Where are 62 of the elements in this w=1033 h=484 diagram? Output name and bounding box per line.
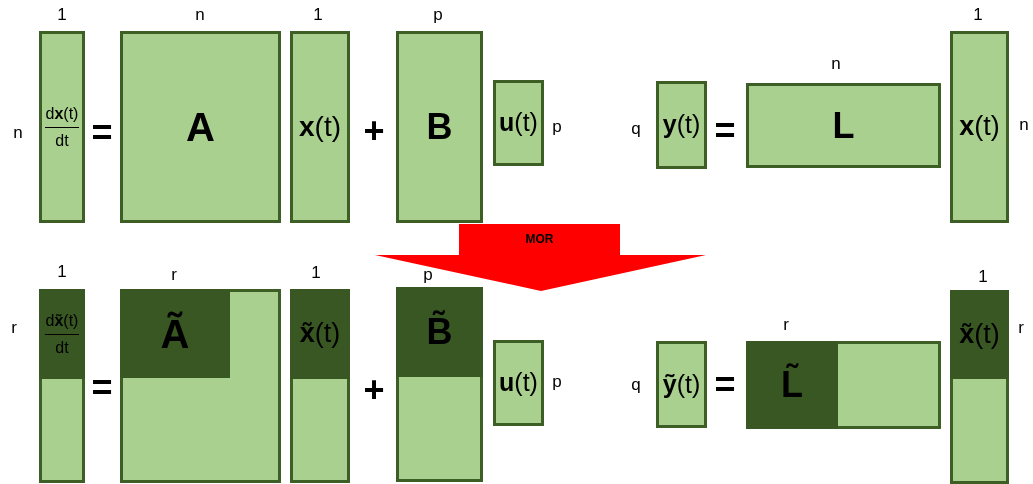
matrix-block	[656, 81, 707, 169]
matrix-symbol: B̃	[426, 312, 453, 352]
matrix-symbol: u(t)	[499, 369, 538, 397]
operator-symbol: +	[363, 369, 385, 411]
dimension-label: r	[11, 318, 17, 338]
dimension-label: n	[831, 54, 841, 74]
matrix-symbol: A	[186, 105, 215, 149]
matrix-block	[493, 340, 544, 426]
matrix-symbol: B	[426, 107, 453, 147]
matrix-block	[290, 289, 350, 483]
dimension-label: 1	[313, 5, 323, 25]
dimension-label: p	[552, 117, 562, 137]
dimension-label: p	[552, 372, 562, 392]
matrix-symbol: x(t)	[959, 112, 1000, 142]
arrow-label: MOR	[525, 232, 554, 247]
dimension-label: 1	[57, 262, 67, 282]
fraction-denominator: dt	[55, 338, 69, 357]
dimension-label: r	[783, 315, 789, 335]
dimension-label: 1	[311, 263, 321, 283]
matrix-block	[290, 31, 350, 223]
fraction-numerator: dx(t)	[44, 104, 80, 128]
dimension-label: n	[195, 5, 205, 25]
matrix-block	[396, 31, 483, 223]
dimension-label: 1	[978, 267, 988, 287]
dimension-label: q	[631, 119, 641, 139]
operator-symbol: =	[91, 112, 113, 154]
dimension-label: p	[423, 265, 433, 285]
operator-symbol: +	[363, 110, 385, 152]
matrix-symbol: x̃(t)	[299, 319, 341, 349]
matrix-block	[39, 31, 85, 223]
matrix-block	[396, 287, 483, 482]
dimension-label: n	[13, 123, 23, 143]
matrix-block	[39, 289, 85, 483]
matrix-block	[120, 31, 281, 223]
dimension-label: 1	[973, 5, 983, 25]
dimension-label: n	[1019, 115, 1029, 135]
matrix-symbol: x̃(t)	[959, 319, 1000, 350]
dimension-label: 1	[57, 5, 67, 25]
matrix-block	[493, 80, 544, 166]
matrix-block	[746, 341, 941, 429]
matrix-block	[656, 341, 707, 428]
matrix-symbol: L̃	[781, 365, 803, 405]
matrix-symbol: ỹ(t)	[662, 370, 701, 399]
reduction-arrow	[375, 224, 706, 291]
dimension-label: r	[171, 265, 177, 285]
fraction-denominator: dt	[55, 131, 69, 150]
matrix-symbol: x(t)	[299, 111, 341, 143]
matrix-symbol: y(t)	[662, 111, 701, 139]
dimension-label: r	[1018, 318, 1024, 338]
dimension-label: p	[433, 5, 443, 25]
dimension-label: q	[631, 375, 641, 395]
matrix-symbol: u(t)	[499, 109, 538, 137]
matrix-block	[950, 31, 1009, 223]
operator-symbol: =	[714, 110, 736, 152]
operator-symbol: =	[714, 364, 736, 406]
fraction-numerator: dx̃(t)	[44, 311, 80, 335]
matrix-block	[120, 289, 281, 483]
matrix-block	[746, 83, 941, 168]
matrix-symbol: Ã	[160, 311, 190, 356]
matrix-block	[950, 290, 1009, 484]
operator-symbol: =	[91, 367, 113, 409]
matrix-symbol: L	[832, 105, 855, 146]
